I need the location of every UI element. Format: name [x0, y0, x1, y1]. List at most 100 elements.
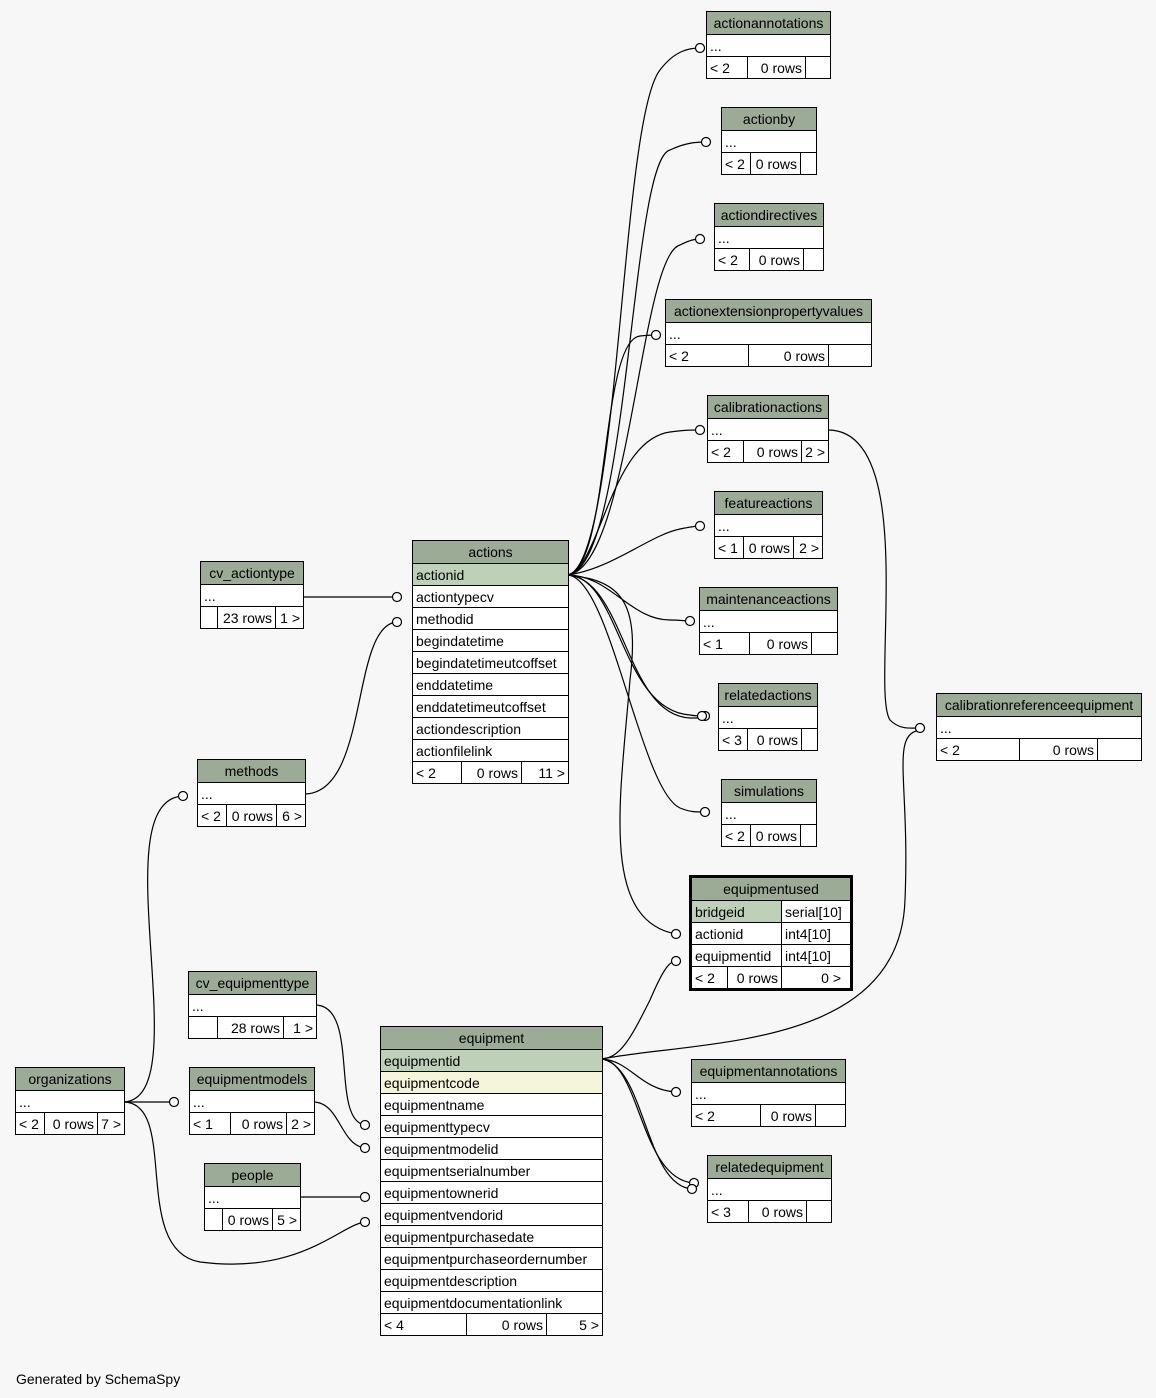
table-header-actionby[interactable]: actionby	[722, 108, 816, 130]
parent-count[interactable]: < 2	[718, 252, 738, 268]
parent-count[interactable]: < 2	[695, 970, 715, 986]
child-count[interactable]	[828, 345, 871, 366]
child-count[interactable]: 2 >	[286, 1113, 314, 1134]
column-placeholder-row[interactable]: ...	[722, 130, 816, 152]
parent-count[interactable]	[201, 607, 217, 628]
column-placeholder-row[interactable]: ...	[201, 584, 303, 606]
column-placeholder-row[interactable]: ...	[198, 782, 305, 804]
parent-count[interactable]: < 3	[722, 732, 742, 748]
child-count[interactable]	[801, 729, 817, 750]
parent-count[interactable]: < 2	[19, 1116, 39, 1132]
child-count[interactable]: 5 >	[272, 1209, 300, 1230]
column-placeholder-row[interactable]: ...	[937, 716, 1141, 738]
table-header-relatedequipment[interactable]: relatedequipment	[708, 1156, 831, 1178]
table-header-simulations[interactable]: simulations	[722, 780, 816, 802]
table-header-cv_actiontype[interactable]: cv_actiontype	[201, 562, 303, 584]
parent-count[interactable]	[205, 1209, 222, 1230]
column-equipmentserialnumber[interactable]: equipmentserialnumber	[381, 1159, 602, 1181]
table-header-equipmentused[interactable]: equipmentused	[692, 878, 850, 900]
table-header-maintenanceactions[interactable]: maintenanceactions	[700, 588, 837, 610]
child-count[interactable]: 0 >	[781, 967, 844, 988]
table-header-equipmentannotations[interactable]: equipmentannotations	[692, 1060, 845, 1082]
column-equipmentownerid[interactable]: equipmentownerid	[381, 1181, 602, 1203]
column-placeholder-row[interactable]: ...	[205, 1186, 300, 1208]
parent-count[interactable]: < 1	[718, 540, 738, 556]
parent-count[interactable]: < 2	[695, 1108, 715, 1124]
parent-count[interactable]: < 2	[940, 742, 960, 758]
table-header-actionextensionpropertyvalues[interactable]: actionextensionpropertyvalues	[666, 300, 871, 322]
column-equipmentid[interactable]: equipmentid	[381, 1049, 602, 1071]
parent-count[interactable]: < 2	[416, 765, 436, 781]
column-placeholder-row[interactable]: ...	[692, 1082, 845, 1104]
column-placeholder-row[interactable]: ...	[722, 802, 816, 824]
parent-count[interactable]: < 2	[201, 808, 221, 824]
column-placeholder-row[interactable]: ...	[719, 706, 817, 728]
child-count[interactable]: 2 >	[793, 537, 822, 558]
column-actionid[interactable]: actionid	[413, 563, 568, 585]
column-begindatetime[interactable]: begindatetime	[413, 629, 568, 651]
column-placeholder-row[interactable]: ...	[189, 994, 316, 1016]
column-equipmentmodelid[interactable]: equipmentmodelid	[381, 1137, 602, 1159]
column-actiondescription[interactable]: actiondescription	[413, 717, 568, 739]
parent-count[interactable]: < 3	[711, 1204, 731, 1220]
table-header-organizations[interactable]: organizations	[16, 1068, 124, 1090]
column-equipmentpurchasedate[interactable]: equipmentpurchasedate	[381, 1225, 602, 1247]
table-header-relatedactions[interactable]: relatedactions	[719, 684, 817, 706]
column-actiontypecv[interactable]: actiontypecv	[413, 585, 568, 607]
parent-count[interactable]: < 2	[669, 348, 689, 364]
column-placeholder-row[interactable]: ...	[708, 418, 828, 440]
child-count[interactable]	[806, 1201, 831, 1222]
table-header-actions[interactable]: actions	[413, 541, 568, 563]
child-count[interactable]: 6 >	[276, 805, 305, 826]
table-header-methods[interactable]: methods	[198, 760, 305, 782]
table-header-people[interactable]: people	[205, 1164, 300, 1186]
table-header-equipmentmodels[interactable]: equipmentmodels	[190, 1068, 314, 1090]
column-equipmentpurchaseordernumber[interactable]: equipmentpurchaseordernumber	[381, 1247, 602, 1269]
column-placeholder-row[interactable]: ...	[190, 1090, 314, 1112]
parent-count[interactable]: < 1	[193, 1116, 213, 1132]
column-placeholder-row[interactable]: ...	[715, 226, 823, 248]
child-count[interactable]	[803, 249, 823, 270]
child-count[interactable]	[800, 153, 816, 174]
parent-count[interactable]	[189, 1017, 217, 1038]
table-header-calibrationreferenceequipment[interactable]: calibrationreferenceequipment	[937, 694, 1141, 716]
table-header-equipment[interactable]: equipment	[381, 1027, 602, 1049]
column-equipmentdescription[interactable]: equipmentdescription	[381, 1269, 602, 1291]
table-header-actionannotations[interactable]: actionannotations	[707, 12, 830, 34]
column-placeholder-row[interactable]: ...	[715, 514, 822, 536]
column-equipmentvendorid[interactable]: equipmentvendorid	[381, 1203, 602, 1225]
parent-count[interactable]: < 2	[725, 156, 745, 172]
column-enddatetimeutcoffset[interactable]: enddatetimeutcoffset	[413, 695, 568, 717]
column-placeholder-row[interactable]: ...	[666, 322, 871, 344]
child-count[interactable]	[1097, 739, 1141, 760]
table-header-cv_equipmenttype[interactable]: cv_equipmenttype	[189, 972, 316, 994]
parent-count[interactable]: < 2	[725, 828, 745, 844]
child-count[interactable]: 1 >	[283, 1017, 316, 1038]
parent-count[interactable]: < 2	[710, 60, 730, 76]
column-begindatetimeutcoffset[interactable]: begindatetimeutcoffset	[413, 651, 568, 673]
column-placeholder-row[interactable]: ...	[707, 34, 830, 56]
column-equipmentdocumentationlink[interactable]: equipmentdocumentationlink	[381, 1291, 602, 1313]
table-header-featureactions[interactable]: featureactions	[715, 492, 822, 514]
column-methodid[interactable]: methodid	[413, 607, 568, 629]
parent-count[interactable]: < 1	[703, 636, 723, 652]
column-actionfilelink[interactable]: actionfilelink	[413, 739, 568, 761]
